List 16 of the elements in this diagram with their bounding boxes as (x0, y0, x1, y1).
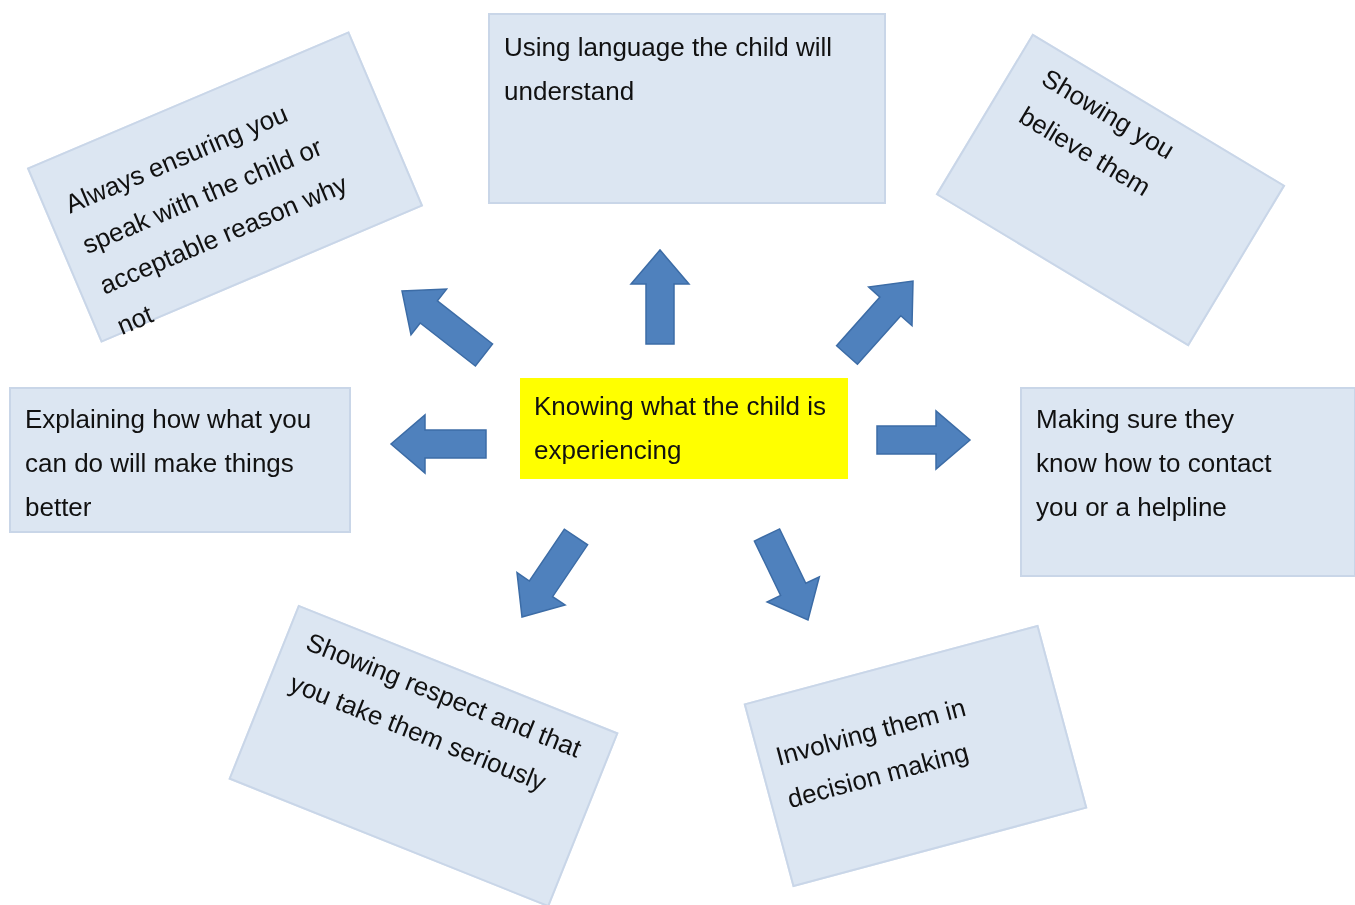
card-text: Knowing what the child is experiencing (534, 389, 827, 467)
block-arrow (516, 528, 589, 618)
card-text: Using language the child will understand (504, 30, 834, 108)
card-text: Explaining how what you can do will make things better (25, 403, 313, 524)
card-text: Making sure they know how to contact you or a helpline (1036, 403, 1273, 524)
card-text: Involving them in decision making (771, 691, 973, 816)
block-arrow (629, 248, 691, 345)
text-card (1020, 387, 1355, 577)
text-card (488, 12, 886, 204)
block-arrow (389, 413, 487, 475)
block-arrow (835, 280, 914, 366)
central-box (520, 377, 848, 479)
text-card (9, 387, 351, 533)
block-arrow (401, 288, 494, 368)
block-arrow (876, 409, 972, 471)
block-arrow (753, 527, 821, 622)
